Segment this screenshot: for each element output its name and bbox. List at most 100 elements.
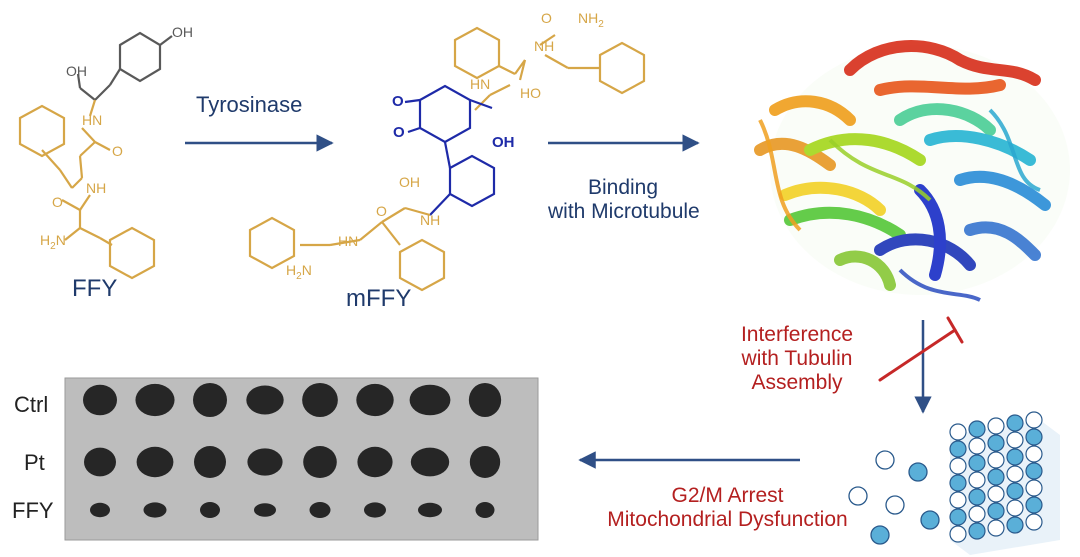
tubulin-subunit <box>949 423 967 441</box>
tubulin-subunit <box>949 525 967 543</box>
tumor-pt-6 <box>357 446 393 478</box>
tubulin-subunit <box>987 451 1005 469</box>
tumor-pt-1 <box>84 447 116 477</box>
interference-label-line3: Assembly <box>751 371 843 395</box>
tubulin-subunit <box>1025 496 1043 514</box>
tubulin-subunit <box>987 434 1005 452</box>
tumor-ctrl-6 <box>356 383 394 417</box>
tubulin-subunit <box>1006 448 1024 466</box>
tumor-photo <box>64 377 539 541</box>
tubulin-subunit <box>949 508 967 526</box>
tubulin-subunit <box>949 457 967 475</box>
tumor-ffy-7 <box>418 502 442 518</box>
mffy-nh2-atom: NH2 <box>578 10 604 30</box>
tubulin-subunit <box>987 485 1005 503</box>
tubulin-subunit <box>949 474 967 492</box>
tumor-ctrl-3 <box>193 383 227 417</box>
tumor-ffy-3 <box>200 502 220 518</box>
tubulin-subunit <box>968 471 986 489</box>
microtubule-lattice <box>949 411 1060 555</box>
tubulin-subunit <box>968 522 986 540</box>
tubulin-subunit <box>987 502 1005 520</box>
tumor-ctrl-4 <box>246 385 284 415</box>
tumor-pt-4 <box>247 448 283 476</box>
mffy-nh-lower-atom: NH <box>420 212 441 228</box>
tumor-row-label-pt: Pt <box>24 450 45 475</box>
tubulin-subunit <box>1006 414 1024 432</box>
interference-label: Interference with Tubulin Assembly <box>712 323 882 395</box>
tubulin-subunit <box>968 420 986 438</box>
tubulin-subunit <box>987 519 1005 537</box>
mffy-o-lower-atom: O <box>376 203 387 219</box>
tumor-ffy-6 <box>364 502 386 518</box>
tumor-ffy-4 <box>254 503 276 517</box>
arrest-label-line2: Mitochondrial Dysfunction <box>607 508 848 532</box>
tubulin-subunit <box>1025 411 1043 429</box>
free-tubulin-dimers <box>848 450 940 545</box>
binding-label: Binding with Microtubule <box>548 176 700 224</box>
mffy-molecule <box>248 26 646 292</box>
tumor-pt-2 <box>136 446 174 478</box>
tubulin-subunit <box>1025 445 1043 463</box>
tubulin-subunit <box>1006 499 1024 517</box>
mffy-ho-atom: HO <box>520 85 541 101</box>
tyrosinase-label: Tyrosinase <box>196 92 303 117</box>
arrest-label-line1: G2/M Arrest <box>671 484 784 507</box>
mffy-label: mFFY <box>346 285 412 312</box>
tubulin-subunit <box>968 488 986 506</box>
tumor-pt-7 <box>410 447 450 477</box>
ffy-acid-oh-atom: OH <box>66 63 87 79</box>
mffy-o-atom: O <box>541 10 552 26</box>
tumor-ctrl-7 <box>409 384 451 416</box>
ffy-o2-atom: O <box>52 194 63 210</box>
tubulin-subunit <box>1025 479 1043 497</box>
tubulin-subunit <box>1025 428 1043 446</box>
mffy-quinone-o2-atom: O <box>393 124 405 141</box>
tubulin-subunit <box>1006 431 1024 449</box>
tumor-ctrl-5 <box>302 383 338 417</box>
tumor-pt-5 <box>303 446 337 478</box>
tumor-pt-8 <box>469 446 501 478</box>
tubulin-subunit <box>987 417 1005 435</box>
tumor-ctrl-1 <box>83 384 117 416</box>
binding-label-line2: with Microtubule <box>548 200 700 224</box>
tumor-ffy-2 <box>143 502 167 518</box>
tumor-ffy-1 <box>90 502 110 518</box>
tumor-ffy-8 <box>475 502 495 518</box>
interference-label-line1: Interference <box>740 323 854 346</box>
tubulin-subunit <box>1025 462 1043 480</box>
ffy-oh-atom: OH <box>172 24 193 40</box>
tubulin-subunit <box>1006 482 1024 500</box>
mffy-h2n-atom: H2N <box>286 262 312 282</box>
tumor-ffy-5 <box>309 502 331 518</box>
binding-label-line1: Binding <box>587 176 659 199</box>
mffy-oh-atom: OH <box>492 134 515 151</box>
ffy-hn-atom: HN <box>82 112 103 128</box>
tumor-row-label-ffy: FFY <box>12 498 54 523</box>
mffy-hn-lower-atom: HN <box>338 233 359 249</box>
tubulin-subunit <box>949 491 967 509</box>
inhibition-symbol <box>878 316 964 382</box>
mffy-nh-atom: NH <box>534 38 555 54</box>
interference-label-line2: with Tubulin <box>741 347 853 371</box>
ffy-h2n-atom: H2N <box>40 232 66 252</box>
tubulin-subunit <box>968 437 986 455</box>
tumor-row-label-ctrl: Ctrl <box>14 392 49 417</box>
tubulin-subunit <box>949 440 967 458</box>
arrest-label: G2/M Arrest Mitochondrial Dysfunction <box>580 484 875 532</box>
tubulin-subunit <box>1006 465 1024 483</box>
tumor-pt-3 <box>194 446 226 478</box>
tubulin-subunit <box>987 468 1005 486</box>
tumor-ctrl-2 <box>135 383 175 417</box>
ffy-nh-atom: NH <box>86 180 107 196</box>
tubulin-protein-ribbon <box>754 40 1070 302</box>
tubulin-subunit <box>968 505 986 523</box>
tubulin-subunit <box>1025 513 1043 531</box>
ffy-label: FFY <box>72 275 118 302</box>
mffy-quinone-o1-atom: O <box>392 93 404 110</box>
tubulin-subunit <box>1006 516 1024 534</box>
tubulin-subunit <box>968 454 986 472</box>
ffy-molecule <box>18 31 173 280</box>
